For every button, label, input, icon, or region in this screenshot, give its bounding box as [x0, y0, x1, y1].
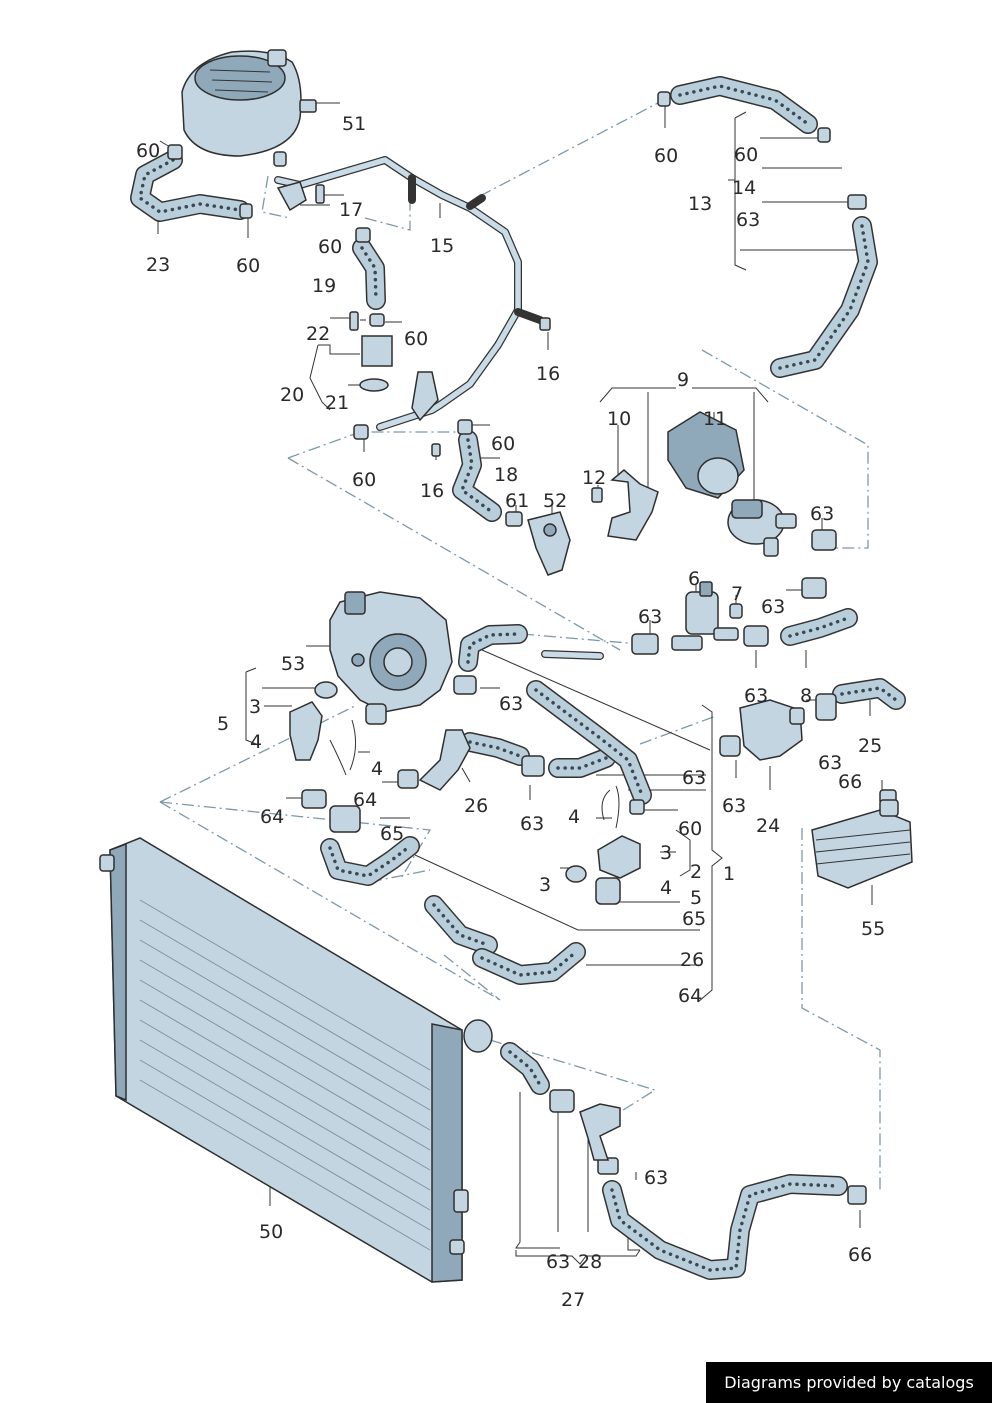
part-label: 12	[582, 467, 606, 489]
part-label: 50	[259, 1221, 283, 1243]
part-label: 4	[250, 731, 262, 753]
part-label: 63	[818, 752, 842, 774]
part-label: 60	[404, 328, 428, 350]
clamps	[167, 91, 897, 1205]
part-label: 63	[546, 1251, 570, 1273]
part-label: 16	[420, 480, 444, 502]
part-label: 7	[731, 583, 743, 605]
oil-cooler	[811, 799, 913, 889]
radiator	[99, 837, 469, 1283]
part-label: 19	[312, 275, 336, 297]
part-label: 51	[342, 113, 366, 135]
part-label: 64	[678, 985, 702, 1007]
part-label: 63	[722, 795, 746, 817]
part-label: 60	[352, 469, 376, 491]
part-label: 63	[499, 693, 523, 715]
part-label: 63	[761, 596, 785, 618]
part-label: 63	[644, 1167, 668, 1189]
part-label: 66	[848, 1244, 872, 1266]
small-parts	[276, 181, 743, 883]
part-label: 22	[306, 323, 330, 345]
part-label: 10	[607, 408, 631, 430]
leader-lines	[157, 102, 883, 1265]
part-label: 9	[677, 369, 689, 391]
part-label: 20	[280, 384, 304, 406]
part-label: 14	[732, 177, 756, 199]
part-label: 28	[578, 1251, 602, 1273]
auxiliary-coolant-pump	[727, 499, 797, 557]
part-label: 64	[260, 806, 284, 828]
part-label: 65	[380, 823, 404, 845]
assembly-guide-lines	[159, 101, 881, 1190]
part-label: 3	[660, 842, 672, 864]
part-label: 11	[703, 408, 727, 430]
part-label: 6	[688, 568, 700, 590]
part-label: 15	[430, 235, 454, 257]
part-label: 65	[682, 908, 706, 930]
part-label: 8	[800, 685, 812, 707]
part-label: 3	[539, 874, 551, 896]
part-label: 61	[505, 490, 529, 512]
part-label: 53	[281, 653, 305, 675]
part-label: 60	[491, 433, 515, 455]
part-label: 18	[494, 464, 518, 486]
part-label: 26	[680, 949, 704, 971]
pump-heat-shield	[607, 411, 745, 541]
part-label: 2	[690, 861, 702, 883]
part-label: 1	[723, 863, 735, 885]
part-label: 64	[353, 789, 377, 811]
water-pump-housing	[329, 591, 453, 725]
part-label: 60	[678, 818, 702, 840]
part-label: 60	[654, 145, 678, 167]
part-label: 63	[744, 685, 768, 707]
part-label: 17	[339, 199, 363, 221]
part-label: 60	[734, 144, 758, 166]
part-label: 21	[325, 392, 349, 414]
part-label: 63	[682, 767, 706, 789]
connector-fittings	[289, 699, 805, 1161]
shutoff-valve	[671, 581, 739, 651]
part-label: 60	[236, 255, 260, 277]
credit-banner: Diagrams provided by catalogs parts	[706, 1362, 992, 1403]
part-label: 26	[464, 795, 488, 817]
thermostat-sensor	[527, 511, 571, 576]
part-label: 63	[638, 606, 662, 628]
part-label: 24	[756, 815, 780, 837]
part-label: 5	[690, 887, 702, 909]
part-label: 63	[810, 503, 834, 525]
part-number-labels: 51 60 60 23 60 17 60 15 19 60 14 13 63 2…	[136, 113, 885, 1311]
part-label: 4	[660, 877, 672, 899]
part-label: 52	[543, 490, 567, 512]
part-label: 16	[536, 363, 560, 385]
part-label: 63	[736, 209, 760, 231]
part-label: 4	[568, 806, 580, 828]
part-label: 23	[146, 254, 170, 276]
part-label: 4	[371, 758, 383, 780]
coolant-hoses	[130, 76, 906, 1280]
part-label: 63	[520, 813, 544, 835]
part-label: 13	[688, 193, 712, 215]
part-label: 27	[561, 1289, 585, 1311]
part-label: 5	[217, 713, 229, 735]
part-label: 55	[861, 918, 885, 940]
part-label: 3	[249, 696, 261, 718]
part-label: 25	[858, 735, 882, 757]
expansion-tank	[181, 49, 317, 167]
part-label: 60	[136, 140, 160, 162]
part-label: 60	[318, 236, 342, 258]
coolant-pipes	[274, 156, 604, 660]
part-label: 66	[838, 771, 862, 793]
